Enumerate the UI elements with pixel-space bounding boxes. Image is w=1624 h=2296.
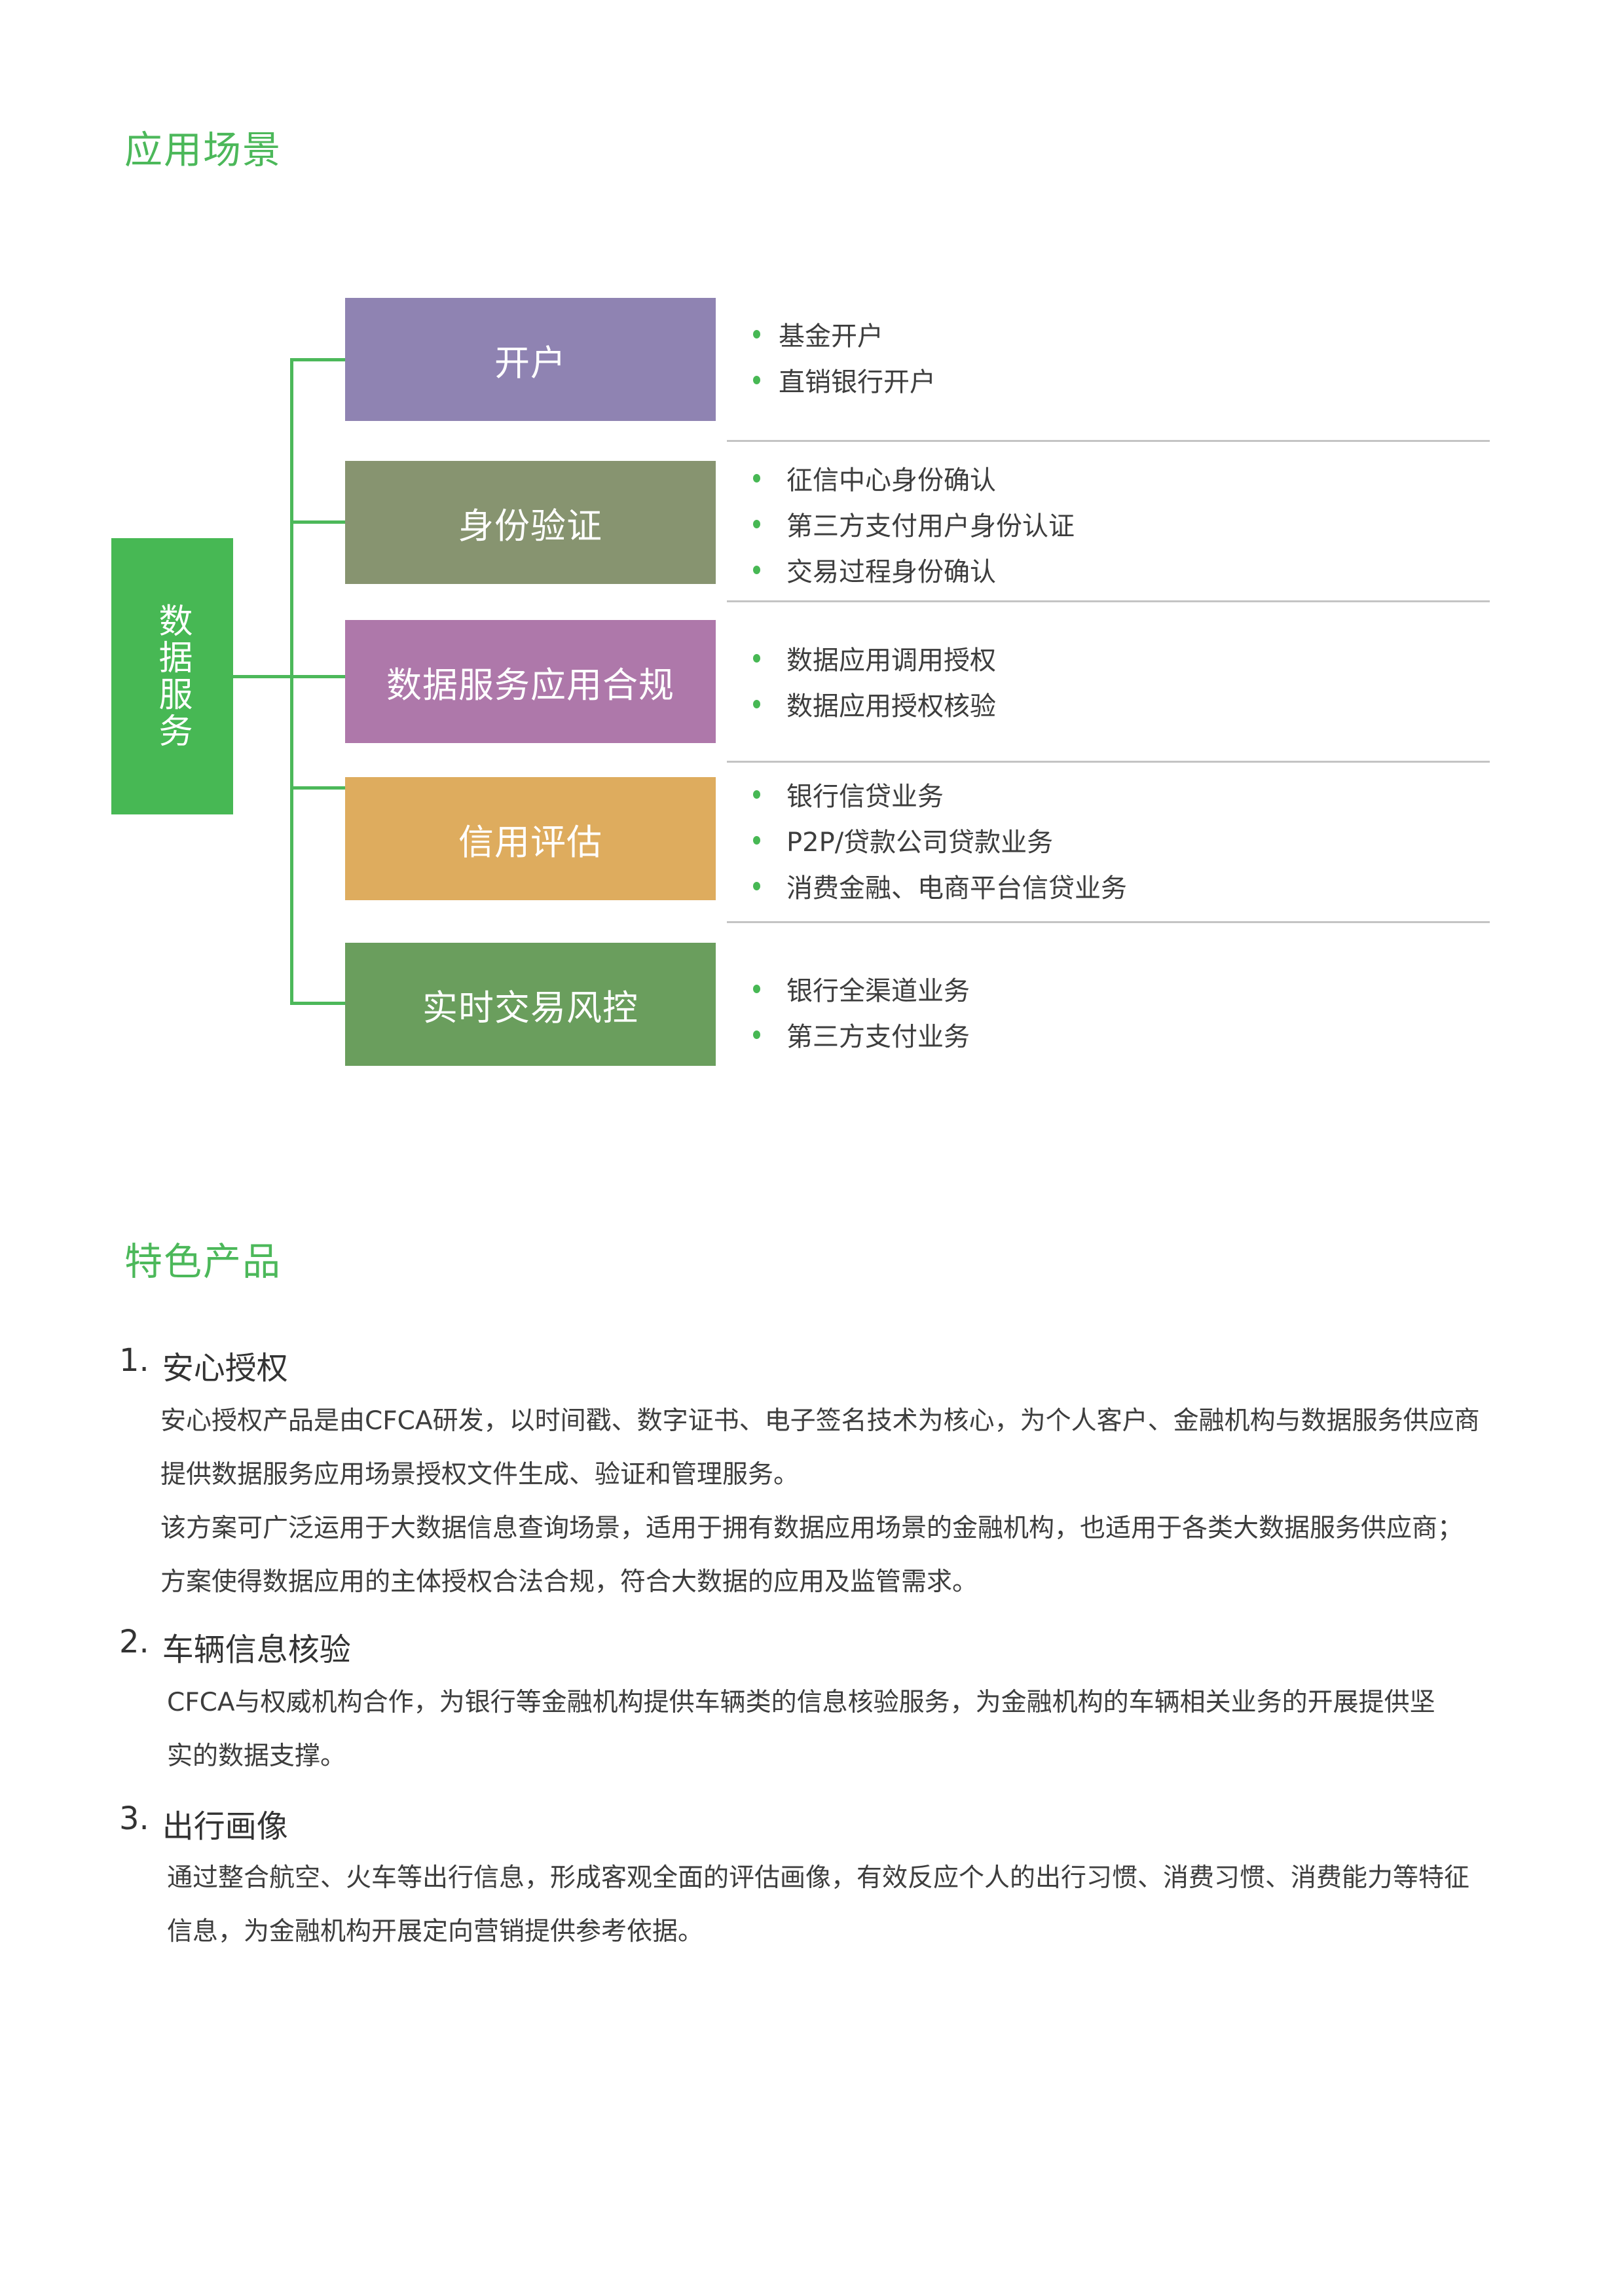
list-item-text: 征信中心身份确认 [786,465,996,496]
list-item-text: 基金开户 [779,321,883,352]
category-items-realtime-risk-control: 银行全渠道业务 第三方支付业务 [753,966,970,1057]
category-items-account-opening: 基金开户 直销银行开户 [753,311,936,403]
paragraph-line: 信息，为金融机构开展定向营销提供参考依据。 [167,1917,704,1946]
root-node: 数据服务 [111,538,233,814]
list-item-text: 交易过程身份确认 [786,557,996,587]
branch-connector-1 [290,358,346,361]
section-title-products: 特色产品 [124,1239,282,1284]
category-label: 开户 [494,342,566,384]
list-item: 银行信贷业务 [753,771,1127,817]
bullet-dot-icon [753,984,760,993]
product-number: 3. [119,1800,149,1837]
list-item: 第三方支付用户身份认证 [753,501,1075,547]
branch-connector-2 [290,520,346,524]
category-items-identity-verification: 征信中心身份确认 第三方支付用户身份认证 交易过程身份确认 [753,455,1075,592]
bullet-dot-icon [753,699,760,708]
category-box-realtime-risk-control: 实时交易风控 [345,943,716,1066]
list-item-text: 数据应用调用授权 [786,646,996,676]
product-heading-2: 2. 车辆信息核验 [119,1624,351,1669]
category-label: 实时交易风控 [422,987,638,1029]
category-items-credit-assessment: 银行信贷业务 P2P/贷款公司贷款业务 消费金融、电商平台信贷业务 [753,771,1127,909]
list-item-text: P2P/贷款公司贷款业务 [786,828,1054,858]
list-item: 基金开户 [753,311,936,357]
paragraph-line: 通过整合航空、火车等出行信息，形成客观全面的评估画像，有效反应个人的出行习惯、消… [167,1863,1470,1893]
root-node-label: 数据服务 [153,603,192,750]
category-label: 信用评估 [458,821,602,863]
root-connector [233,675,293,678]
product-description-3: 通过整合航空、火车等出行信息，形成客观全面的评估画像，有效反应个人的出行习惯、消… [167,1851,1529,1959]
category-box-identity-verification: 身份验证 [345,461,716,584]
bullet-dot-icon [753,329,760,338]
divider [727,600,1490,602]
list-item: 交易过程身份确认 [753,547,1075,592]
list-item: 数据应用调用授权 [753,635,996,681]
bullet-dot-icon [753,790,760,799]
category-box-account-opening: 开户 [345,298,716,421]
product-title: 安心授权 [162,1350,288,1387]
bullet-dot-icon [753,473,760,483]
divider [727,921,1490,923]
category-box-data-compliance: 数据服务应用合规 [345,620,716,743]
branch-connector-5 [290,1002,346,1005]
product-title: 出行画像 [162,1808,288,1845]
product-heading-1: 1. 安心授权 [119,1342,288,1388]
list-item: 银行全渠道业务 [753,966,970,1011]
list-item: 数据应用授权核验 [753,681,996,727]
bullet-dot-icon [753,653,760,663]
paragraph-line: CFCA与权威机构合作，为银行等金融机构提供车辆类的信息核验服务，为金融机构的车… [167,1688,1435,1717]
paragraph-line: 该方案可广泛运用于大数据信息查询场景，适用于拥有数据应用场景的金融机构，也适用于… [160,1514,1464,1543]
branch-connector-3 [290,675,346,678]
product-number: 1. [119,1342,149,1379]
list-item: 直销银行开户 [753,357,936,403]
bullet-dot-icon [753,1030,760,1039]
paragraph-line: 实的数据支撑。 [167,1741,346,1771]
list-item-text: 消费金融、电商平台信贷业务 [786,873,1127,903]
divider [727,440,1490,442]
bullet-dot-icon [753,881,760,890]
product-description-2: CFCA与权威机构合作，为银行等金融机构提供车辆类的信息核验服务，为金融机构的车… [167,1676,1529,1783]
divider [727,761,1490,763]
product-description-1: 安心授权产品是由CFCA研发，以时间戳、数字证书、电子签名技术为核心，为个人客户… [160,1394,1522,1609]
bullet-dot-icon [753,835,760,845]
branch-connector-4 [290,786,346,790]
paragraph-line: 方案使得数据应用的主体授权合法合规，符合大数据的应用及监管需求。 [160,1567,978,1597]
bullet-dot-icon [753,375,760,384]
trunk-connector [290,358,293,1005]
list-item-text: 第三方支付业务 [786,1022,970,1052]
list-item-text: 银行全渠道业务 [786,976,970,1006]
list-item: 消费金融、电商平台信贷业务 [753,863,1127,909]
list-item: P2P/贷款公司贷款业务 [753,817,1127,863]
paragraph-line: 提供数据服务应用场景授权文件生成、验证和管理服务。 [160,1460,800,1489]
product-heading-3: 3. 出行画像 [119,1800,288,1846]
category-label: 身份验证 [458,505,602,547]
list-item-text: 银行信贷业务 [786,782,944,812]
category-box-credit-assessment: 信用评估 [345,777,716,900]
list-item-text: 第三方支付用户身份认证 [786,511,1075,541]
list-item-text: 直销银行开户 [779,367,936,397]
section-title-scenarios: 应用场景 [124,128,282,172]
product-title: 车辆信息核验 [162,1631,351,1668]
list-item-text: 数据应用授权核验 [786,691,996,721]
list-item: 征信中心身份确认 [753,455,1075,501]
bullet-dot-icon [753,565,760,574]
paragraph-line: 安心授权产品是由CFCA研发，以时间戳、数字证书、电子签名技术为核心，为个人客户… [160,1406,1480,1436]
product-number: 2. [119,1624,149,1660]
list-item: 第三方支付业务 [753,1011,970,1057]
category-items-data-compliance: 数据应用调用授权 数据应用授权核验 [753,635,996,727]
bullet-dot-icon [753,519,760,528]
category-label: 数据服务应用合规 [386,664,674,706]
